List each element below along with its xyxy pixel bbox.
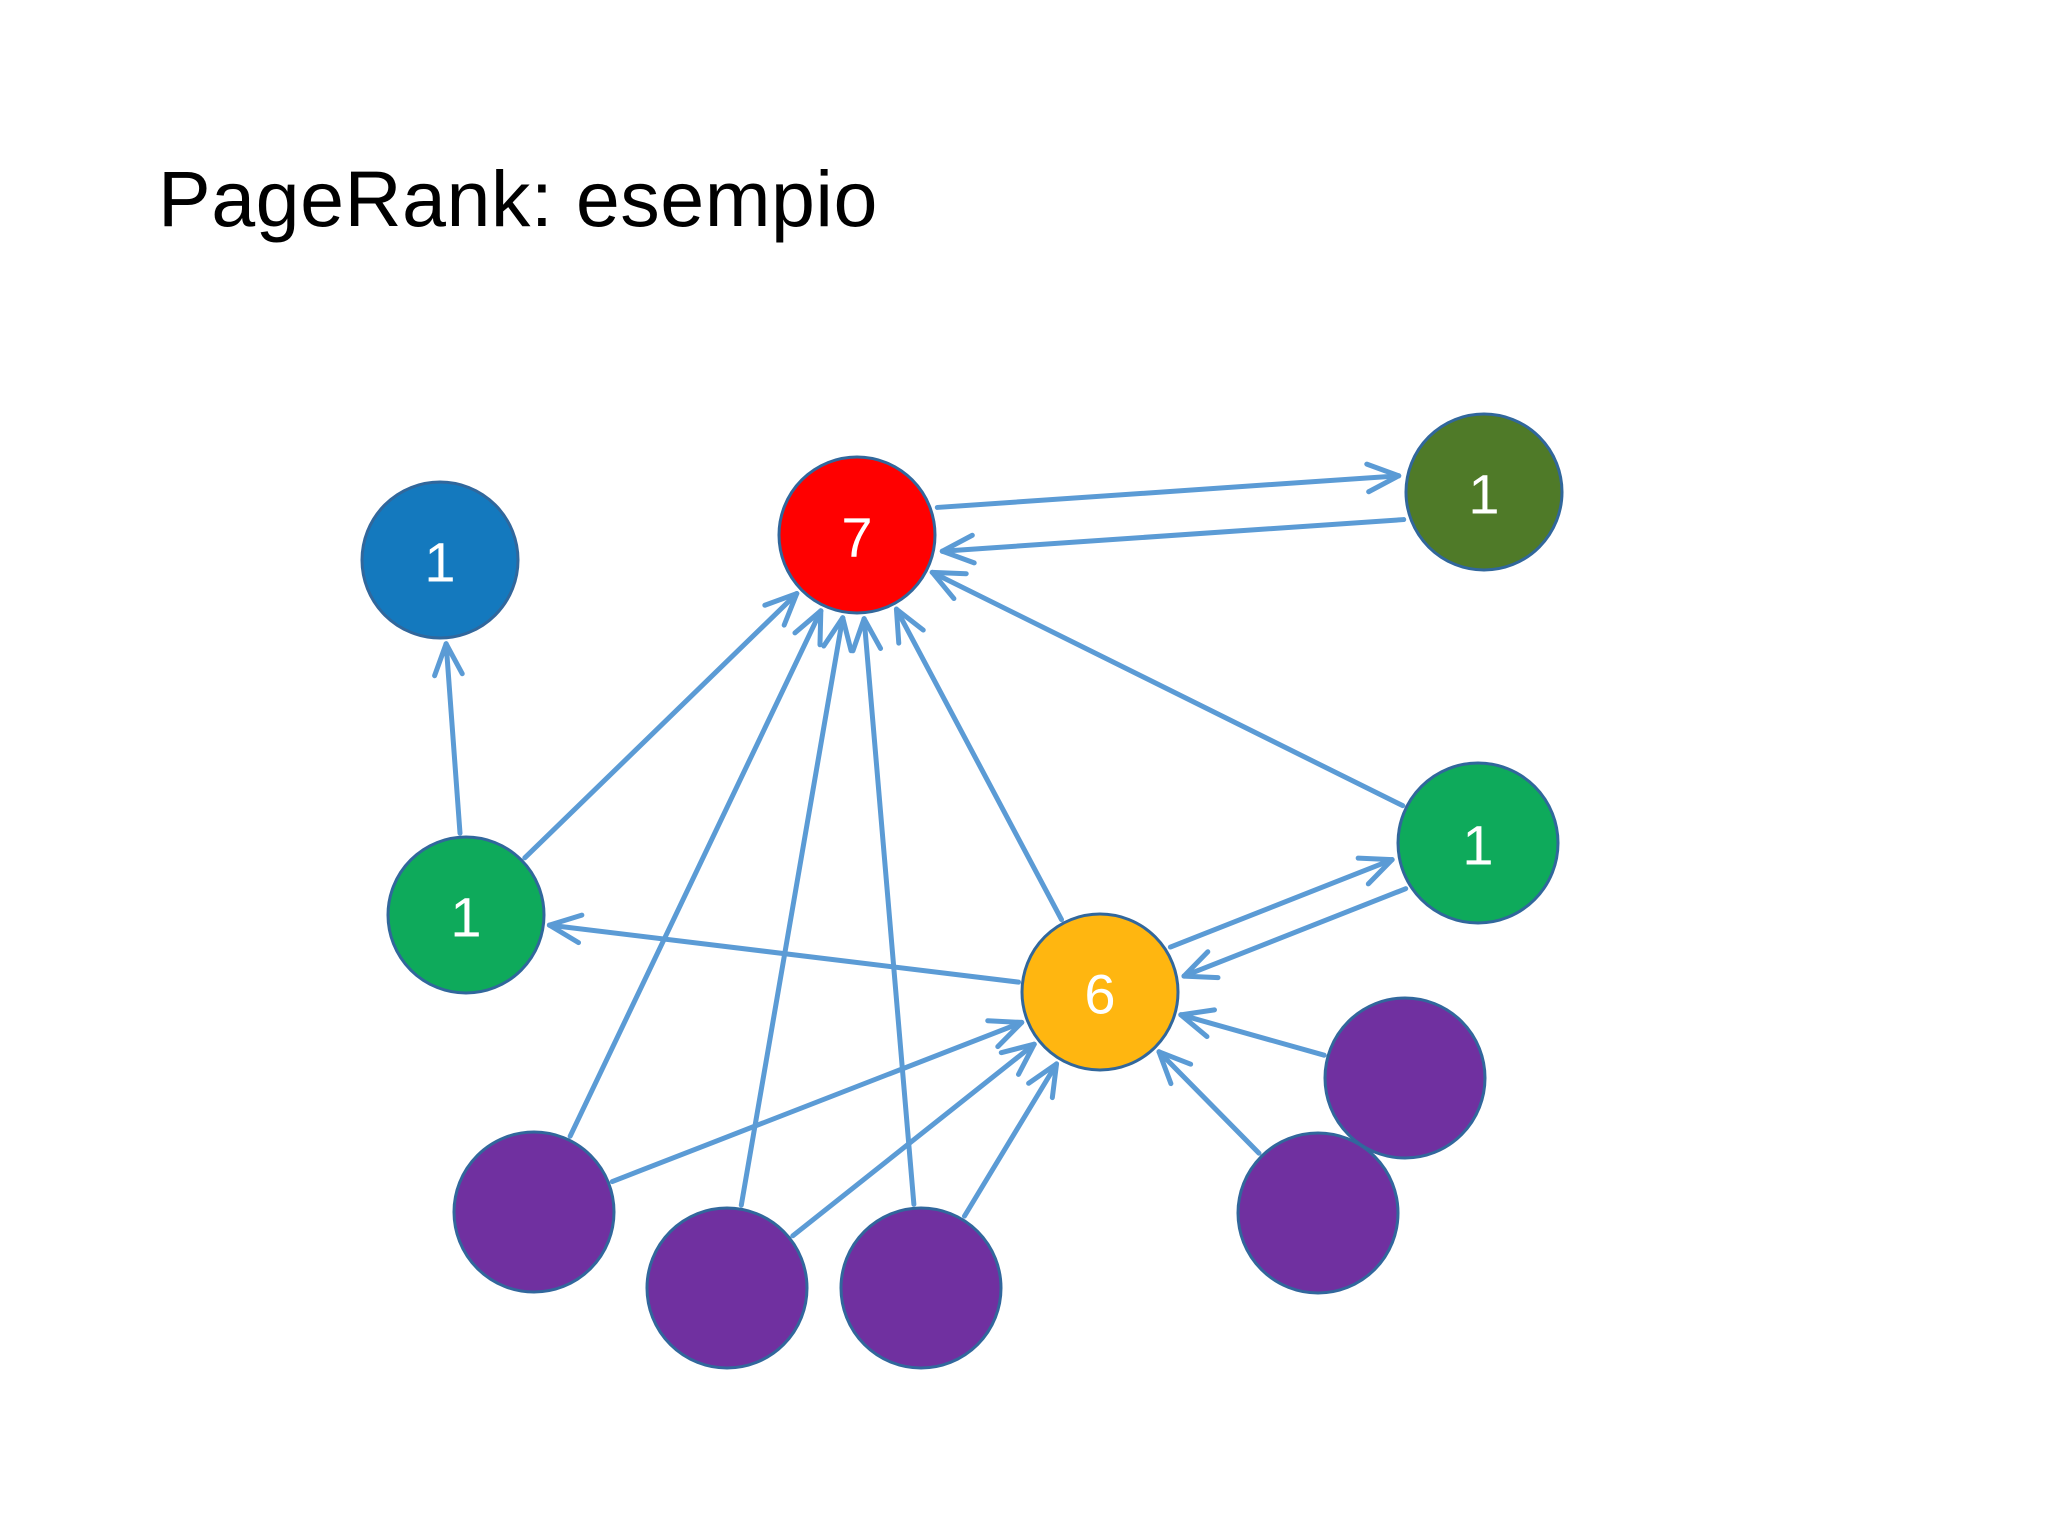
node-circle-purple1[interactable] bbox=[452, 1130, 616, 1294]
edge-red-to-olive bbox=[934, 461, 1402, 510]
graph-node-red[interactable]: 7 bbox=[777, 455, 937, 615]
node-label-blue: 1 bbox=[424, 531, 455, 594]
node-circle-green_r[interactable] bbox=[1396, 761, 1560, 925]
nodes-layer: 1 7 1 1 1 6 bbox=[360, 412, 1564, 1370]
node-label-green_l: 1 bbox=[450, 886, 481, 949]
page-title: PageRank: esempio bbox=[158, 154, 878, 243]
node-circle-blue[interactable] bbox=[360, 480, 520, 640]
edge-purple5-to-orange bbox=[1156, 1049, 1262, 1156]
node-circle-purple3[interactable] bbox=[839, 1206, 1003, 1370]
node-circle-olive[interactable] bbox=[1404, 412, 1564, 572]
edge-orange-to-red bbox=[893, 606, 1065, 923]
edge-purple2-to-red bbox=[738, 615, 854, 1208]
edge-orange-to-green-right bbox=[1167, 855, 1395, 950]
edge-purple3-to-orange bbox=[961, 1061, 1060, 1219]
node-label-red: 7 bbox=[841, 506, 872, 569]
graph-node-purple4[interactable] bbox=[1323, 996, 1487, 1160]
graph-node-green_r[interactable]: 1 bbox=[1396, 761, 1560, 925]
graph-node-purple5[interactable] bbox=[1236, 1131, 1400, 1295]
edge-green-right-to-orange bbox=[1181, 886, 1409, 981]
graph-node-olive[interactable]: 1 bbox=[1404, 412, 1564, 572]
node-circle-purple5[interactable] bbox=[1236, 1131, 1400, 1295]
edge-purple1-to-red bbox=[567, 608, 824, 1139]
graph-node-orange[interactable]: 6 bbox=[1020, 912, 1180, 1072]
node-label-green_r: 1 bbox=[1462, 814, 1493, 877]
node-circle-red[interactable] bbox=[777, 455, 937, 615]
edge-purple2-to-orange bbox=[790, 1041, 1037, 1239]
edge-green-left-to-red bbox=[522, 591, 800, 861]
edge-purple4-to-orange bbox=[1178, 1007, 1327, 1058]
node-label-olive: 1 bbox=[1468, 463, 1499, 526]
edge-green-right-to-red bbox=[929, 569, 1406, 809]
edge-purple1-to-orange bbox=[609, 1018, 1025, 1185]
node-circle-purple4[interactable] bbox=[1323, 996, 1487, 1160]
node-circle-green_l[interactable] bbox=[386, 835, 546, 995]
graph-node-blue[interactable]: 1 bbox=[360, 480, 520, 640]
graph-node-purple1[interactable] bbox=[452, 1130, 616, 1294]
node-circle-purple2[interactable] bbox=[645, 1206, 809, 1370]
edges-layer bbox=[432, 461, 1409, 1239]
graph-node-purple2[interactable] bbox=[645, 1206, 809, 1370]
edge-purple3-to-red bbox=[850, 616, 917, 1207]
edge-green-left-to-blue bbox=[432, 641, 465, 836]
edge-olive-to-red bbox=[939, 517, 1407, 566]
graph-node-purple3[interactable] bbox=[839, 1206, 1003, 1370]
node-circle-orange[interactable] bbox=[1020, 912, 1180, 1072]
node-label-orange: 6 bbox=[1084, 963, 1115, 1026]
graph-node-green_l[interactable]: 1 bbox=[386, 835, 546, 995]
